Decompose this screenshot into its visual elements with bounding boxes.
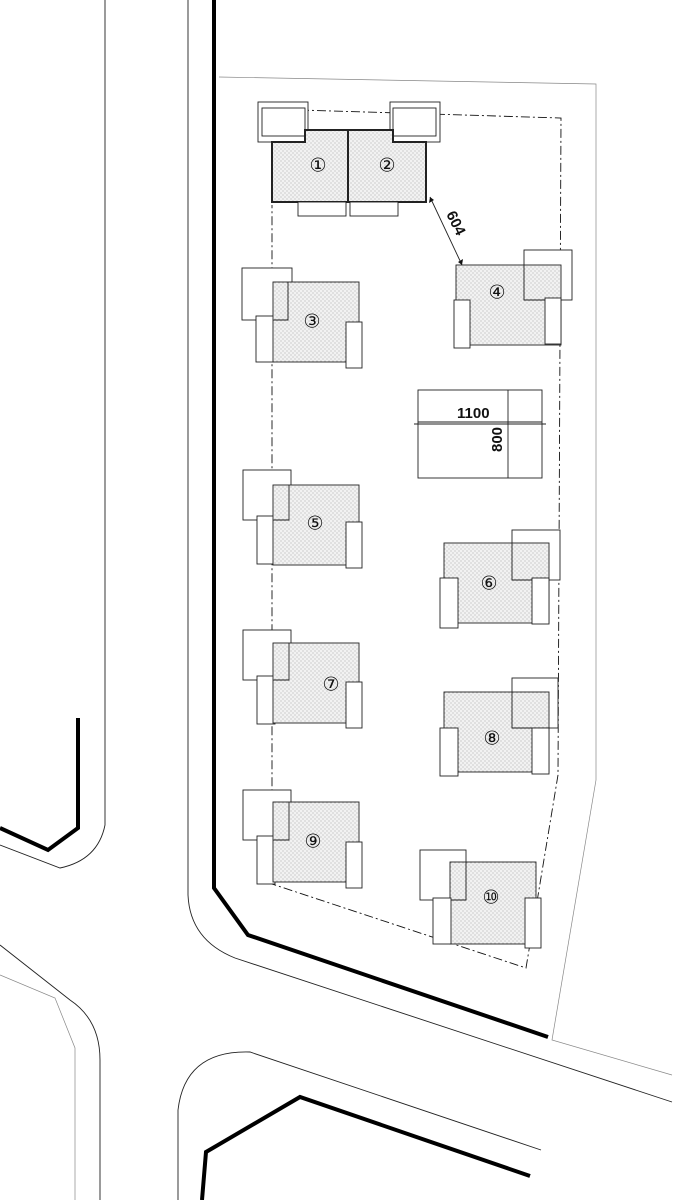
- house-8: [439, 677, 559, 777]
- parcel-outline-top: [218, 76, 673, 1076]
- house-9: [242, 789, 363, 889]
- parking-structure: 1100 800: [414, 389, 546, 479]
- house-7: [242, 629, 363, 729]
- curb-lower-left-inner: [0, 974, 76, 1200]
- svg-text:①: ①: [309, 156, 326, 177]
- curb-lower-right: [177, 1051, 542, 1200]
- svg-text:⑩: ⑩: [482, 888, 499, 909]
- dimension-diagonal-label: 604: [442, 208, 469, 239]
- svg-text:⑦: ⑦: [322, 675, 339, 696]
- road-edge-lower-right: [200, 1094, 531, 1200]
- curb-lower-left: [0, 944, 101, 1200]
- lot-label-9: ⑨: [304, 832, 321, 853]
- house-5: [242, 469, 363, 569]
- svg-text:④: ④: [488, 283, 505, 304]
- house-1-2-pair: [257, 101, 441, 217]
- road-edge-main: [212, 0, 549, 1039]
- dimension-diagonal: 604: [429, 196, 469, 266]
- dimension-depth-label: 800: [489, 427, 506, 452]
- lot-label-1: ①: [309, 156, 326, 177]
- lot-label-2: ②: [378, 156, 395, 177]
- house-4: [453, 249, 573, 349]
- lot-label-4: ④: [488, 283, 505, 304]
- svg-text:⑧: ⑧: [483, 729, 500, 750]
- lot-labels: ① ② ③ ④ ⑤ ⑥ ⑦ ⑧ ⑨ ⑩: [303, 156, 505, 909]
- lot-label-5: ⑤: [306, 514, 323, 535]
- house-3: [241, 267, 363, 369]
- lot-label-8: ⑧: [483, 729, 500, 750]
- lot-label-3: ③: [303, 312, 320, 333]
- house-6: [439, 529, 561, 629]
- svg-text:③: ③: [303, 312, 320, 333]
- lot-label-6: ⑥: [480, 574, 497, 595]
- house-10: [419, 849, 542, 949]
- dimension-width-label: 1100: [457, 405, 490, 422]
- lot-label-7: ⑦: [322, 675, 339, 696]
- svg-text:⑨: ⑨: [304, 832, 321, 853]
- lot-label-10: ⑩: [482, 888, 499, 909]
- site-boundary: [271, 109, 562, 969]
- svg-text:⑥: ⑥: [480, 574, 497, 595]
- svg-text:②: ②: [378, 156, 395, 177]
- curb-left-main: [187, 0, 673, 1103]
- svg-text:⑤: ⑤: [306, 514, 323, 535]
- curb-left-block: [0, 0, 106, 869]
- road-edge-left-block: [0, 718, 80, 853]
